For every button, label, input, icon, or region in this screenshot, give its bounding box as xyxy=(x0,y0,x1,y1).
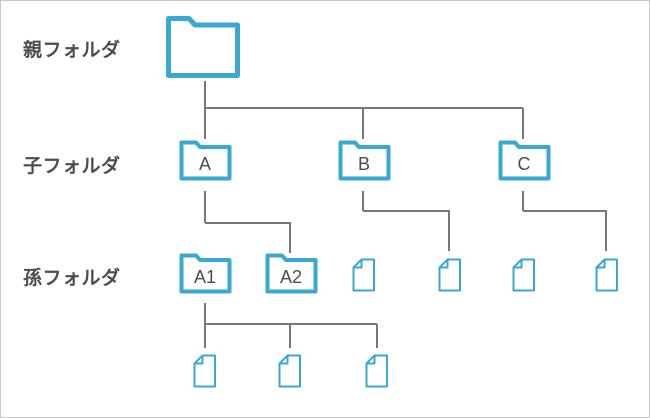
folder-b-label: B xyxy=(358,154,370,174)
folder-a2-label: A2 xyxy=(280,267,302,287)
file-icon xyxy=(595,258,618,292)
folder-c-label: C xyxy=(518,154,531,174)
folder-c-icon: C xyxy=(498,140,551,181)
folder-a1-label: A1 xyxy=(194,267,216,287)
grandchild-folder-label: 孫フォルダ xyxy=(23,267,121,289)
folder-b-icon: B xyxy=(338,140,391,181)
connector-parent xyxy=(204,81,524,139)
parent-folder-icon xyxy=(169,19,238,76)
file-icon xyxy=(278,354,301,388)
connector-a xyxy=(204,191,291,253)
file-icon xyxy=(512,258,535,292)
connector-a1 xyxy=(204,303,378,348)
child-folder-label: 子フォルダ xyxy=(23,155,121,177)
file-icon xyxy=(365,354,388,388)
folder-a-icon: A xyxy=(179,140,232,181)
parent-folder-label: 親フォルダ xyxy=(23,39,121,61)
file-icon xyxy=(193,354,216,388)
folder-a1-icon: A1 xyxy=(179,253,232,294)
folder-a2-icon: A2 xyxy=(265,253,318,294)
connector-b xyxy=(362,191,450,251)
file-icon xyxy=(352,258,375,292)
connector-lines xyxy=(204,81,607,348)
folder-a-label: A xyxy=(199,154,211,174)
connector-c xyxy=(522,191,607,251)
file-icon xyxy=(438,258,461,292)
